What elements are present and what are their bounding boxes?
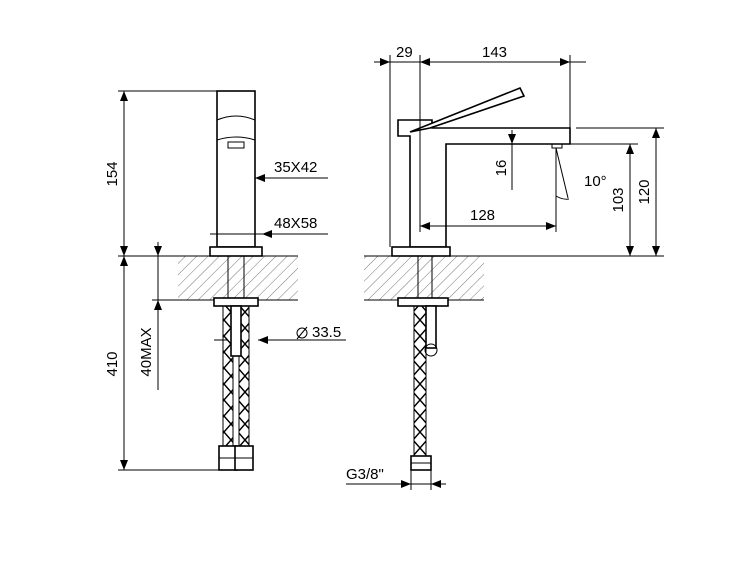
dim-103: 103 [610, 187, 627, 212]
dim-35x42: 35X42 [274, 159, 317, 176]
side-faucet-body [397, 119, 571, 248]
side-view: 29 143 16 128 10° 103 120 [346, 44, 664, 490]
dim-16: 16 [493, 160, 510, 177]
dim-154: 154 [104, 161, 121, 186]
dim-120: 120 [636, 179, 653, 204]
dim-diameter-33-5: 33.5 [312, 324, 341, 341]
front-base-plate [209, 246, 263, 257]
dim-410: 410 [104, 351, 121, 376]
dim-thread-g3-8: G3/8" [346, 466, 384, 483]
dim-angle-10: 10° [584, 173, 607, 190]
dim-40max: 40MAX [138, 327, 155, 376]
side-hose [413, 305, 427, 457]
dim-29: 29 [396, 44, 413, 61]
dim-128: 128 [470, 207, 495, 224]
side-lever-handle [409, 86, 526, 133]
dim-143: 143 [482, 44, 507, 61]
side-countertop [364, 256, 484, 300]
front-countertop [178, 256, 298, 300]
front-faucet-body [216, 90, 256, 248]
dim-48x58: 48X58 [274, 215, 317, 232]
front-view: 154 410 40MAX 35X42 48X58 33.5 [104, 90, 346, 471]
